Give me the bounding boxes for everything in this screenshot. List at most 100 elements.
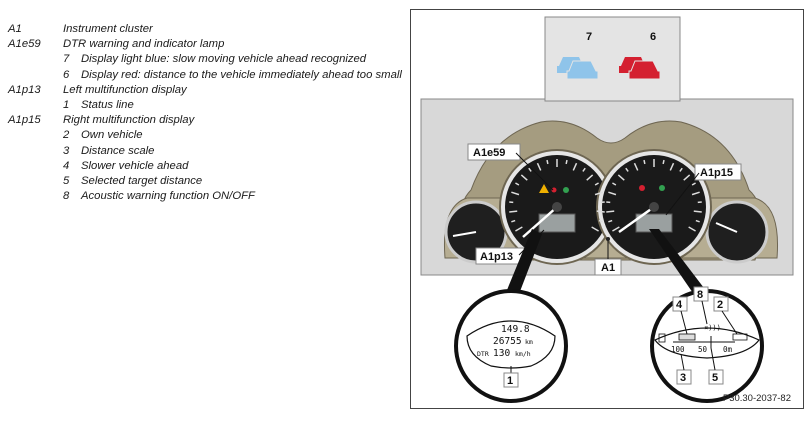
callout-3: 3	[680, 372, 686, 384]
legend-code: A1p13	[8, 83, 41, 96]
legend-number: 1	[63, 99, 70, 112]
legend-number: 2	[63, 129, 70, 142]
gauge-tick	[691, 191, 700, 196]
gauge-tick	[617, 174, 625, 181]
gauge-tick	[509, 210, 518, 213]
legend-row: 6 Display red: distance to the vehicle im…	[8, 68, 403, 83]
legend-text: Slower vehicle ahead	[81, 159, 189, 172]
odometer-trip: 149.8	[501, 324, 530, 335]
legend-row: 7 Display light blue: slow moving vehicle…	[8, 52, 403, 67]
gauge-tick	[693, 210, 702, 213]
legend-row: A1 Instrument cluster	[8, 22, 403, 37]
gauge-tick	[695, 219, 700, 223]
callout-a1e59: A1e59	[473, 147, 505, 159]
gauge-tick	[679, 167, 683, 172]
gauge-tick	[596, 210, 605, 213]
gauge-tick	[520, 174, 528, 181]
legend-number: 4	[63, 159, 70, 172]
gauge-tick	[608, 191, 617, 196]
legend-code: A1p15	[8, 114, 41, 127]
callout-8: 8	[697, 289, 703, 301]
legend-number: 7	[63, 53, 70, 66]
gauge-tick	[612, 226, 620, 232]
legend-number: 5	[63, 175, 70, 188]
gauge-tick	[511, 219, 516, 223]
odometer-total: 26755	[493, 336, 522, 347]
legend-text: Display red: distance to the vehicle imm…	[81, 68, 402, 81]
legend-row: 3 Distance scale	[8, 144, 403, 159]
gauge-tick	[625, 167, 629, 172]
right-display-magnifier: ¤))) 100 50 0m 4 8 2 3 5	[650, 286, 764, 403]
legend-text: Selected target distance	[81, 175, 203, 188]
legend-row: 4 Slower vehicle ahead	[8, 159, 403, 174]
legend-row: A1e59 DTR warning and indicator lamp	[8, 37, 403, 52]
legend-text: Own vehicle	[81, 129, 143, 142]
legend-text: Display light blue: slow moving vehicle …	[81, 53, 367, 66]
gauge-tick	[591, 226, 599, 232]
gauge-tick	[683, 174, 691, 181]
legend-text: Distance scale	[81, 144, 155, 157]
legend-row: 8 Acoustic warning function ON/OFF	[8, 189, 403, 204]
gauge-tick	[612, 182, 617, 186]
legend-number: 3	[63, 144, 70, 157]
gauge-tick	[608, 219, 613, 223]
instrument-cluster-figure: 7 6	[410, 9, 804, 409]
legend-text: Right multifunction display	[63, 114, 195, 127]
gauge-tick	[643, 159, 646, 165]
figure-id: P30.30-2037-82	[722, 393, 791, 404]
legend-text: Status line	[81, 99, 134, 112]
gauge-tick	[691, 182, 696, 186]
legend-text: Acoustic warning function ON/OFF	[81, 190, 255, 203]
callout-a1: A1	[601, 262, 615, 274]
gauge-tick	[662, 159, 665, 165]
dtr-speed-unit: km/h	[515, 350, 531, 358]
odometer-unit: km	[525, 338, 533, 346]
legend-row: A1p15 Right multifunction display	[8, 113, 403, 128]
left-display-magnifier: 149.8 26755 km DTR 130 km/h 1	[454, 289, 568, 403]
gauge-tick	[511, 191, 520, 196]
callout-6: 6	[650, 31, 656, 43]
legend-row: 5 Selected target distance	[8, 174, 403, 189]
gauge-tick	[546, 159, 549, 165]
callout-a1p13: A1p13	[480, 251, 513, 263]
scale-100: 100	[671, 345, 685, 354]
blue-cars-icon	[557, 57, 599, 80]
gauge-tick	[688, 226, 696, 232]
legend-row: A1p13 Left multifunction display	[8, 83, 403, 98]
gauge-tick	[594, 182, 599, 186]
scale-0m: 0m	[723, 345, 733, 354]
legend-text: Instrument cluster	[63, 23, 153, 35]
acoustic-warning-symbol: ¤)))	[704, 324, 721, 332]
gauge-tick	[594, 191, 603, 196]
legend-row: 1 Status line	[8, 98, 403, 113]
slower-vehicle-icon	[678, 333, 696, 341]
own-vehicle-icon	[732, 333, 748, 341]
legend-code: A1e59	[8, 38, 41, 51]
gauge-tick	[598, 219, 603, 223]
gauge-tick	[669, 162, 675, 171]
legend-text: Left multifunction display	[63, 83, 187, 96]
gauge-tick	[515, 182, 520, 186]
gauge-tick	[565, 159, 568, 165]
dtr-label: DTR	[477, 350, 489, 358]
gauge-tick	[606, 210, 615, 213]
scale-50: 50	[698, 345, 708, 354]
callout-2: 2	[717, 299, 723, 311]
legend-code: A1	[8, 23, 22, 35]
legend-number: 6	[63, 68, 70, 81]
legend-number: 8	[63, 190, 70, 203]
callout-4: 4	[676, 299, 683, 311]
gauge-tick	[582, 167, 586, 172]
callout-a1p15: A1p15	[700, 167, 733, 179]
legend-text: DTR warning and indicator lamp	[63, 38, 225, 51]
callout-7: 7	[586, 31, 592, 43]
red-cars-icon	[619, 57, 661, 80]
gauge-tick	[515, 226, 523, 232]
legend-row: 2 Own vehicle	[8, 128, 403, 143]
dtr-speed: 130	[493, 348, 510, 359]
gauge-tick	[572, 162, 578, 171]
gauge-tick	[586, 174, 594, 181]
gauge-tick	[633, 162, 639, 171]
gauge-tick	[536, 162, 542, 171]
